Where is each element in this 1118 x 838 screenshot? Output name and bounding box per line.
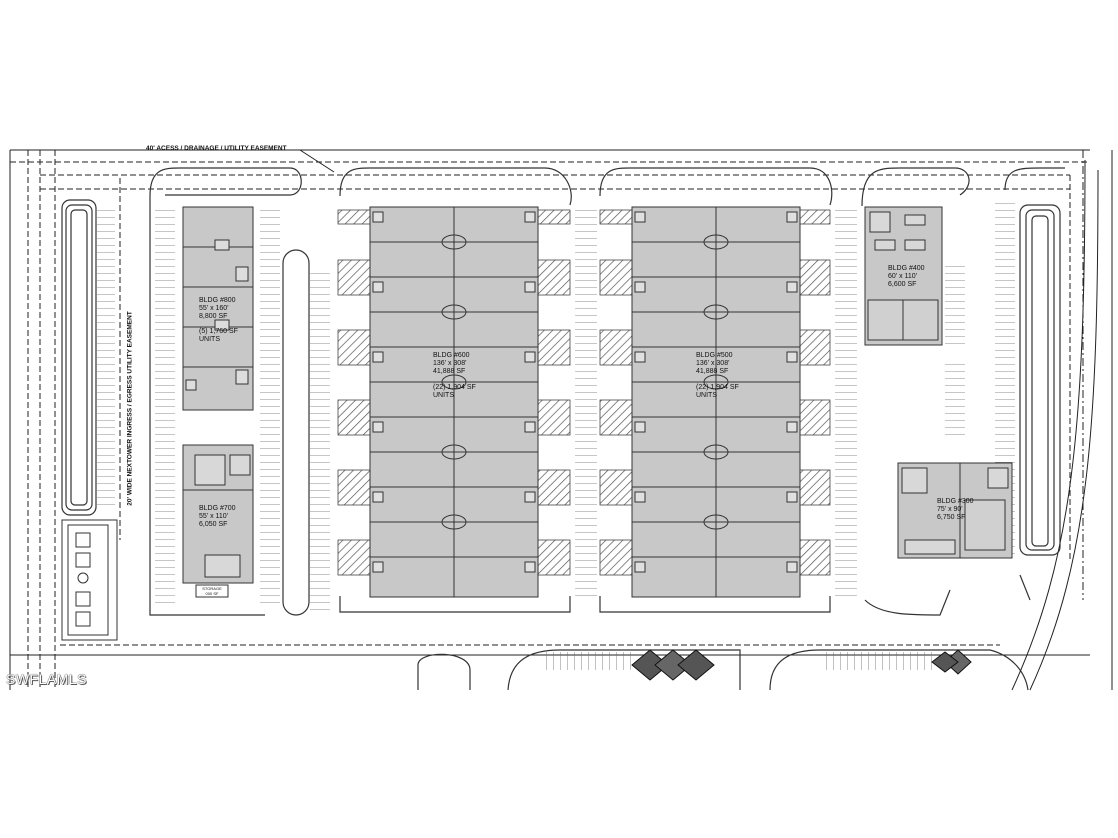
north-easement-label: 40' ACESS / DRAINAGE / UTILITY EASEMENT — [146, 145, 287, 152]
building-500 — [631, 206, 801, 598]
building-300 — [897, 462, 1013, 559]
building-800-label: BLDG #800 55' x 160' 8,800 SF (5) 1,760 … — [199, 297, 238, 344]
building-units-suffix: UNITS — [696, 392, 717, 399]
building-700-label: BLDG #700 55' x 110' 6,050 SF — [199, 505, 236, 529]
building-size: 55' x 110' — [199, 513, 229, 520]
building-800 — [182, 206, 254, 411]
building-area: 8,800 SF — [199, 313, 228, 320]
building-units-suffix: UNITS — [199, 336, 220, 343]
building-700 — [182, 444, 254, 598]
building-name: BLDG #500 — [696, 352, 733, 359]
building-name: BLDG #300 — [937, 498, 974, 505]
building-name: BLDG #700 — [199, 505, 236, 512]
building-500-label: BLDG #500 136' x 308' 41,888 SF (22) 1,9… — [696, 352, 739, 400]
building-name: BLDG #800 — [199, 297, 236, 304]
building-units: (22) 1,904 SF — [433, 384, 476, 391]
watermark: SWFLAMLS — [6, 671, 88, 687]
building-size: 136' x 308' — [433, 360, 467, 367]
curbs — [149, 167, 1065, 691]
diamond-pattern — [631, 649, 972, 681]
building-units-suffix: UNITS — [433, 392, 454, 399]
storage-area: 000 SF — [205, 591, 219, 596]
building-600-label: BLDG #600 136' x 308' 41,888 SF (22) 1,9… — [433, 352, 476, 400]
building-area: 41,888 SF — [696, 368, 729, 375]
building-name: BLDG #400 — [888, 265, 925, 272]
building-units: (5) 1,760 SF — [199, 328, 238, 335]
building-area: 6,050 SF — [199, 521, 228, 528]
building-name: BLDG #600 — [433, 352, 470, 359]
building-400 — [864, 206, 943, 346]
tower-compound — [61, 519, 118, 641]
building-area: 6,600 SF — [888, 281, 917, 288]
property-lines — [9, 149, 1113, 691]
building-400-label: BLDG #400 60' x 110' 6,600 SF — [888, 265, 925, 289]
islands — [61, 199, 1061, 556]
storage-title: STORAGE — [202, 586, 222, 591]
building-area: 41,888 SF — [433, 368, 466, 375]
storage-label: STORAGE 000 SF — [198, 586, 226, 596]
hatched-areas — [337, 209, 831, 576]
west-easement-label: 20' WIDE NEXTOWER INGRESS / EGRESS UTILI… — [126, 311, 134, 506]
building-size: 75' x 90' — [937, 506, 963, 513]
building-300-label: BLDG #300 75' x 90' 6,750 SF — [937, 498, 974, 522]
building-area: 6,750 SF — [937, 514, 966, 521]
building-600 — [369, 206, 539, 598]
building-size: 60' x 110' — [888, 273, 918, 280]
building-size: 136' x 308' — [696, 360, 730, 367]
building-units: (22) 1,904 SF — [696, 384, 739, 391]
building-size: 55' x 160' — [199, 305, 229, 312]
